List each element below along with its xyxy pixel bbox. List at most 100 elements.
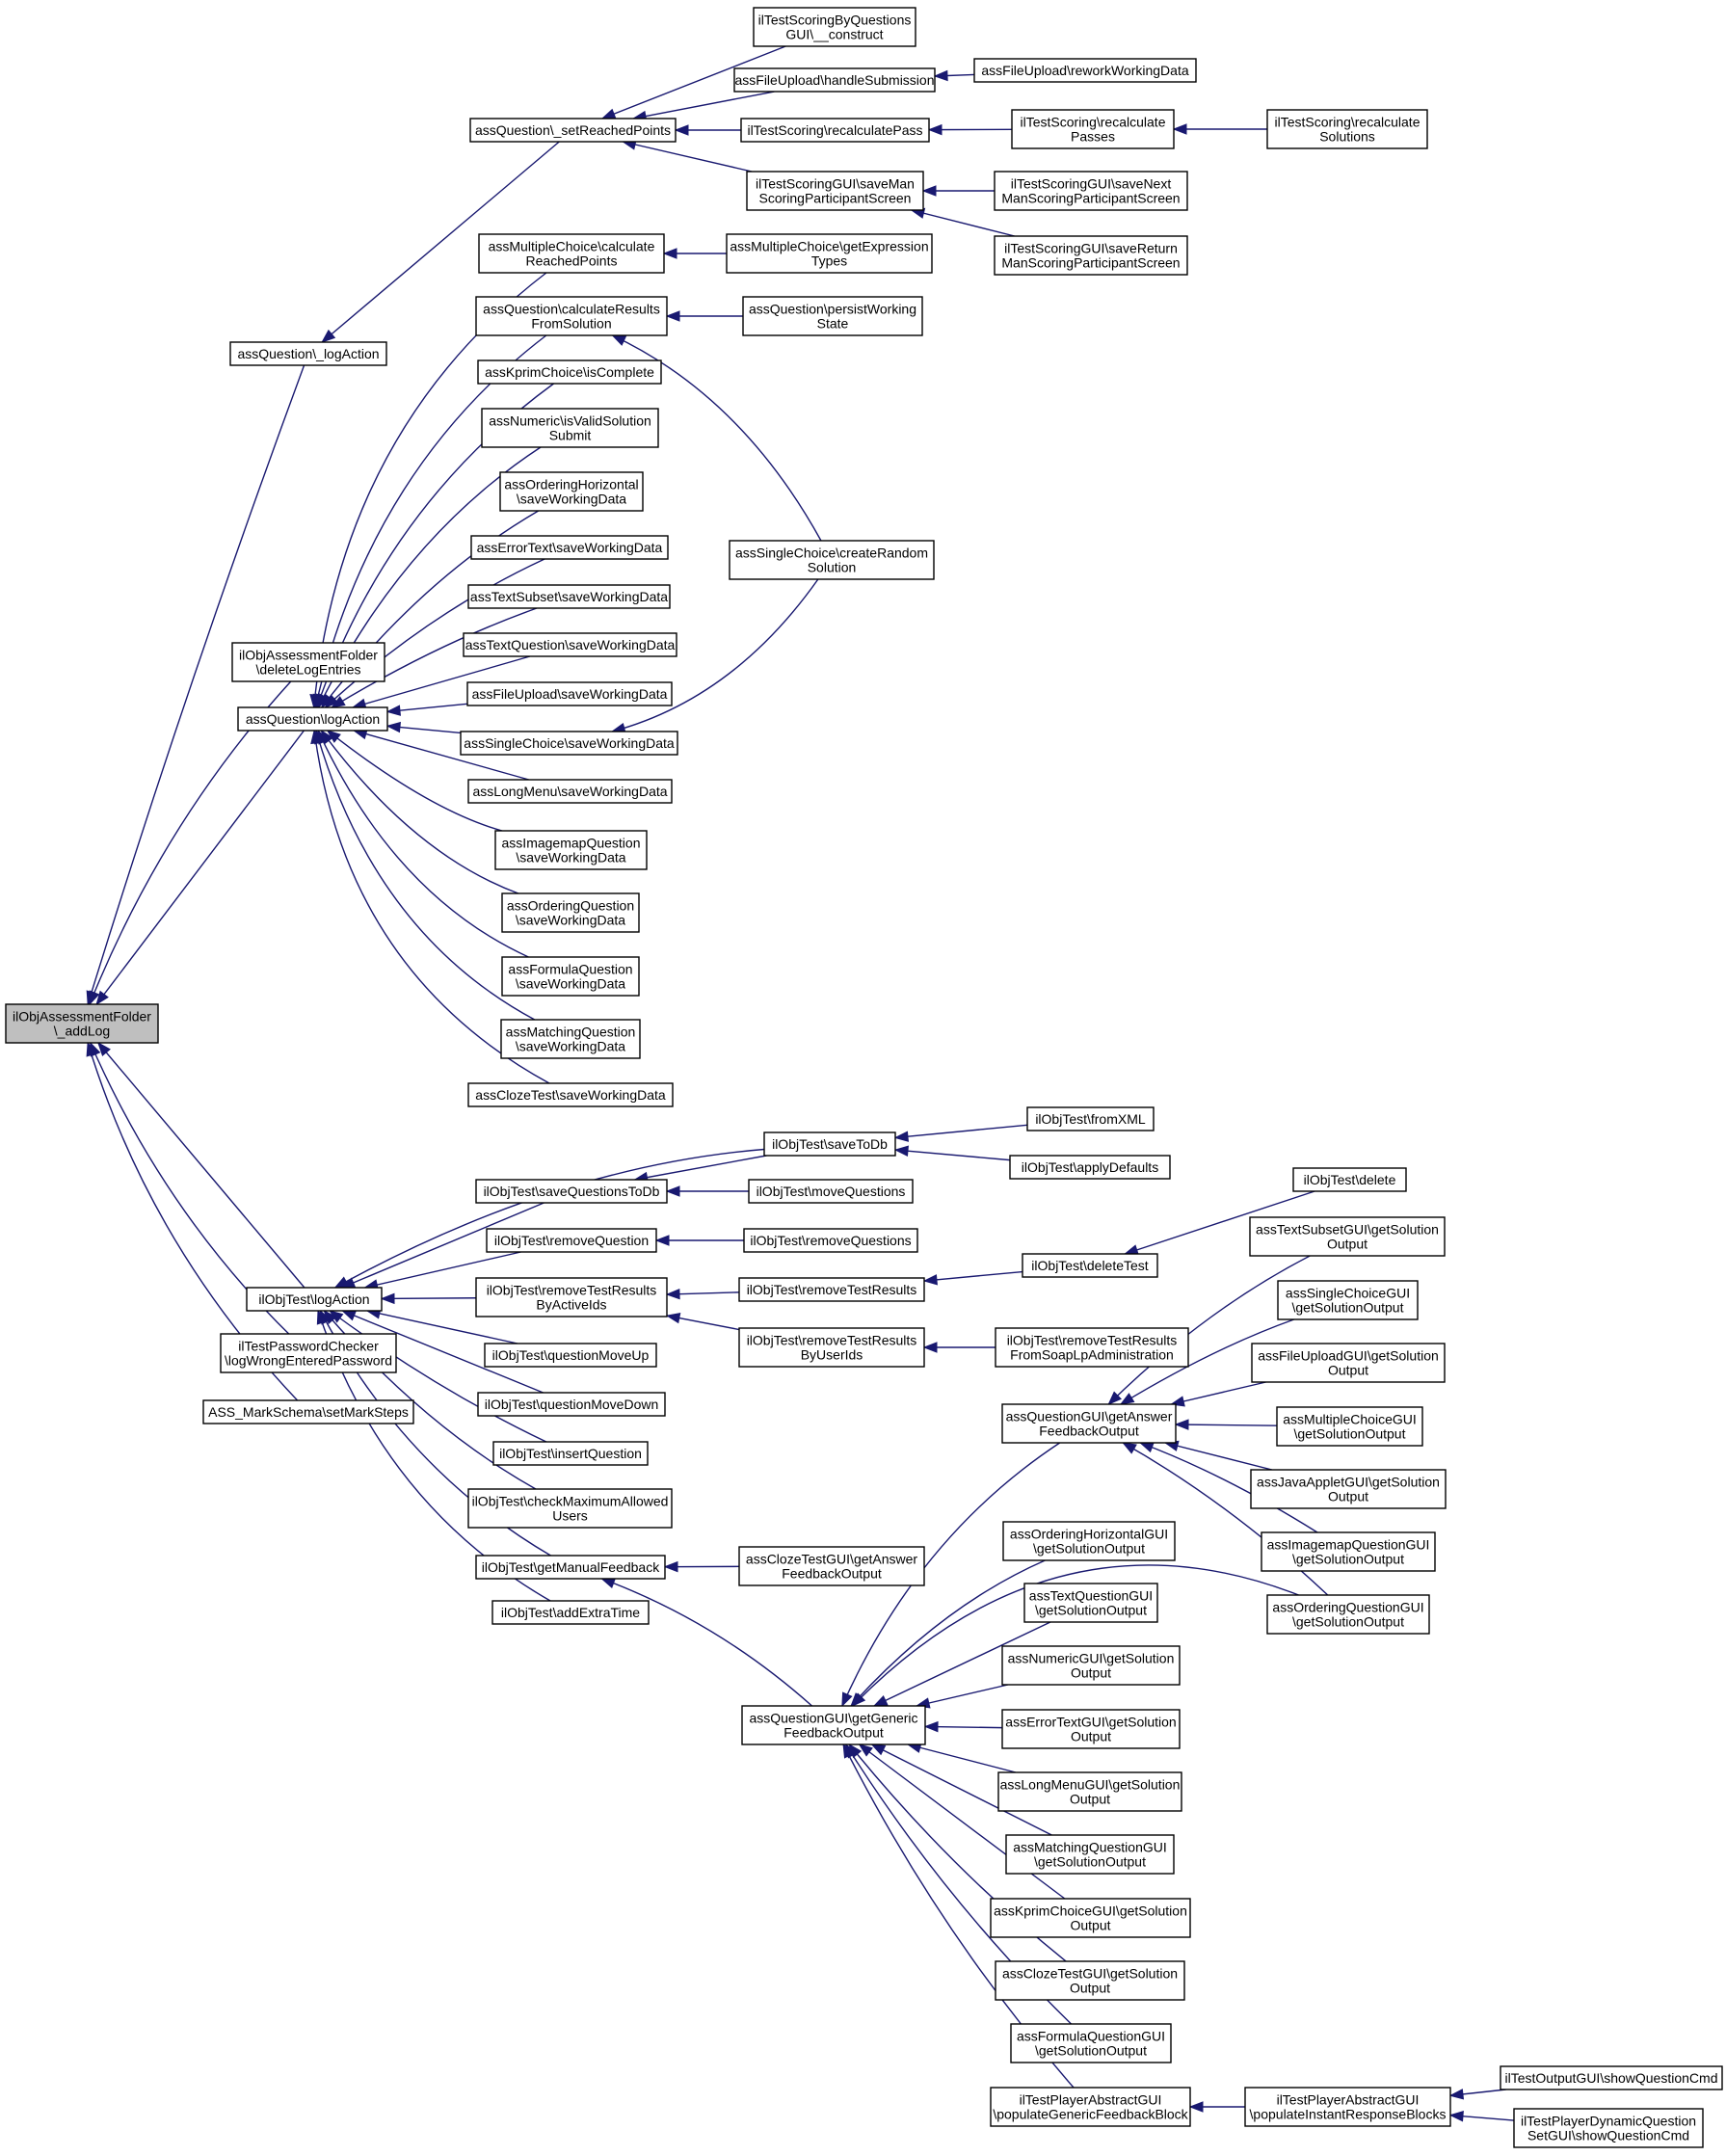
node-addlog[interactable]: ilObjAssessmentFolder\_addLog bbox=[5, 1003, 159, 1044]
node-box bbox=[1001, 1403, 1177, 1444]
node-t-extra[interactable]: ilObjTest\addExtraTime bbox=[491, 1600, 650, 1625]
edge-t-applydef-to-t-savetodb bbox=[893, 1145, 1011, 1161]
node-t-savetodb[interactable]: ilObjTest\saveToDb bbox=[763, 1131, 896, 1157]
node-mcgui[interactable]: assMultipleChoiceGUI\getSolutionOutput bbox=[1276, 1406, 1423, 1447]
node-imgui[interactable]: assImagemapQuestionGUI\getSolutionOutput bbox=[1261, 1531, 1436, 1572]
node-kprimgui[interactable]: assKprimChoiceGUI\getSolutionOutput bbox=[990, 1898, 1191, 1938]
node-label-line: ASS_MarkSchema\setMarkSteps bbox=[208, 1404, 409, 1420]
node-t-remressoap[interactable]: ilObjTest\removeTestResultsFromSoapLpAdm… bbox=[995, 1327, 1189, 1368]
node-box bbox=[237, 706, 388, 732]
edge-t-savetodb-to-t-saveqtodb bbox=[633, 1155, 767, 1184]
arrowhead bbox=[1448, 2089, 1465, 2100]
node-ordhgui[interactable]: assOrderingHorizontalGUI\getSolutionOutp… bbox=[1002, 1521, 1176, 1561]
node-fu-handle[interactable]: assFileUpload\handleSubmission bbox=[733, 67, 936, 93]
node-form-save[interactable]: assFormulaQuestion\saveWorkingData bbox=[501, 956, 640, 997]
node-fu-rework[interactable]: assFileUpload\reworkWorkingData bbox=[973, 58, 1197, 83]
node-tqgui[interactable]: assTextQuestionGUI\getSolutionOutput bbox=[1023, 1583, 1158, 1623]
edge-t-delete-to-t-deletetest bbox=[1124, 1190, 1315, 1256]
node-dellog[interactable]: ilObjAssessmentFolder\deleteLogEntries bbox=[231, 642, 385, 682]
node-t-deletetest[interactable]: ilObjTest\deleteTest bbox=[1022, 1253, 1158, 1278]
node-label-line: ReachedPoints bbox=[526, 253, 618, 269]
node-errgui[interactable]: assErrorTextGUI\getSolutionOutput bbox=[1001, 1709, 1181, 1749]
node-t-moveq[interactable]: ilObjTest\moveQuestions bbox=[748, 1179, 914, 1204]
node-t-qdown[interactable]: ilObjTest\questionMoveDown bbox=[477, 1392, 666, 1417]
node-t-remres[interactable]: ilObjTest\removeTestResults bbox=[738, 1277, 925, 1302]
node-label-line: assQuestion\logAction bbox=[246, 711, 380, 727]
node-box bbox=[746, 171, 924, 211]
node-label-line: Output bbox=[1071, 1665, 1111, 1681]
node-setreached[interactable]: assQuestion\_setReachedPoints bbox=[469, 118, 677, 143]
arrowhead bbox=[665, 1312, 681, 1324]
node-numgui[interactable]: assNumericGUI\getSolutionOutput bbox=[1001, 1645, 1181, 1686]
node-pwchecker[interactable]: ilTestPasswordChecker\logWrongEnteredPas… bbox=[220, 1333, 397, 1373]
node-dyngui[interactable]: ilTestPlayerDynamicQuestionSetGUI\showQu… bbox=[1513, 2108, 1704, 2148]
node-q-logaction[interactable]: assQuestion\logAction bbox=[237, 706, 388, 732]
node-t-saveqtodb[interactable]: ilObjTest\saveQuestionsToDb bbox=[475, 1179, 668, 1204]
node-tpa-genblock[interactable]: ilTestPlayerAbstractGUI\populateGenericF… bbox=[990, 2087, 1191, 2127]
node-sc-save[interactable]: assSingleChoice\saveWorkingData bbox=[460, 731, 678, 756]
node-label-line: Output bbox=[1327, 1237, 1368, 1252]
node-tpa-instblock[interactable]: ilTestPlayerAbstractGUI\populateInstantR… bbox=[1244, 2087, 1451, 2127]
node-outgui[interactable]: ilTestOutputGUI\showQuestionCmd bbox=[1500, 2065, 1723, 2090]
node-marksteps[interactable]: ASS_MarkSchema\setMarkSteps bbox=[202, 1399, 414, 1424]
node-box bbox=[748, 1179, 914, 1204]
node-tsg-savenext[interactable]: ilTestScoringGUI\saveNextManScoringParti… bbox=[994, 171, 1188, 211]
node-t-fromxml[interactable]: ilObjTest\fromXML bbox=[1026, 1106, 1155, 1131]
node-q-logaction-priv[interactable]: assQuestion\_logAction bbox=[229, 341, 387, 366]
node-lm-save[interactable]: assLongMenu\saveWorkingData bbox=[467, 779, 673, 804]
node-lmgui[interactable]: assLongMenuGUI\getSolutionOutput bbox=[997, 1771, 1182, 1812]
node-label-line: \getSolutionOutput bbox=[1033, 1541, 1145, 1557]
node-label-line: \saveWorkingData bbox=[516, 1039, 625, 1054]
node-tsubgui[interactable]: assTextSubsetGUI\getSolutionOutput bbox=[1249, 1216, 1446, 1257]
node-fugui[interactable]: assFileUploadGUI\getSolutionOutput bbox=[1251, 1343, 1446, 1383]
node-label-line: assClozeTestGUI\getAnswer bbox=[746, 1552, 918, 1567]
edge-ts-recpasses-to-ts-recpass bbox=[927, 123, 1013, 136]
node-kprim-complete[interactable]: assKprimChoice\isComplete bbox=[477, 359, 662, 385]
node-t-manfb[interactable]: ilObjTest\getManualFeedback bbox=[475, 1555, 666, 1580]
node-matchgui[interactable]: assMatchingQuestionGUI\getSolutionOutput bbox=[1005, 1834, 1175, 1875]
node-err-save[interactable]: assErrorText\saveWorkingData bbox=[470, 535, 669, 560]
node-clozegui-sol[interactable]: assClozeTestGUI\getSolutionOutput bbox=[995, 1960, 1185, 2001]
node-tsg-saveret[interactable]: ilTestScoringGUI\saveReturnManScoringPar… bbox=[994, 235, 1188, 276]
node-t-removeqs[interactable]: ilObjTest\removeQuestions bbox=[743, 1228, 918, 1253]
node-ordh-save[interactable]: assOrderingHorizontal\saveWorkingData bbox=[499, 471, 644, 512]
node-t-removeq[interactable]: ilObjTest\removeQuestion bbox=[486, 1228, 657, 1253]
node-tsg-saveman[interactable]: ilTestScoringGUI\saveManScoringParticipa… bbox=[746, 171, 924, 211]
node-ord-save[interactable]: assOrderingQuestion\saveWorkingData bbox=[501, 892, 640, 933]
node-javagui[interactable]: assJavaAppletGUI\getSolutionOutput bbox=[1250, 1469, 1447, 1509]
node-t-delete[interactable]: ilObjTest\delete bbox=[1292, 1167, 1407, 1192]
node-fu-save[interactable]: assFileUpload\saveWorkingData bbox=[466, 681, 673, 706]
node-box bbox=[741, 1705, 926, 1745]
node-label-line: Solutions bbox=[1319, 129, 1375, 145]
node-im-save[interactable]: assImagemapQuestion\saveWorkingData bbox=[494, 830, 648, 870]
node-match-save[interactable]: assMatchingQuestion\saveWorkingData bbox=[500, 1019, 641, 1059]
node-tq-save[interactable]: assTextQuestion\saveWorkingData bbox=[463, 632, 677, 657]
node-ts-recpass[interactable]: ilTestScoring\recalculatePass bbox=[740, 118, 930, 143]
node-t-insq[interactable]: ilObjTest\insertQuestion bbox=[492, 1441, 649, 1466]
node-tsub-save[interactable]: assTextSubset\saveWorkingData bbox=[467, 584, 671, 609]
arrowhead bbox=[870, 1743, 887, 1756]
node-formgui[interactable]: assFormulaQuestionGUI\getSolutionOutput bbox=[1010, 2023, 1172, 2063]
edge-ordhgui-to-qgui-genfb bbox=[850, 1559, 1046, 1708]
node-scgui[interactable]: assSingleChoiceGUI\getSolutionOutput bbox=[1277, 1280, 1419, 1320]
node-cloze-save[interactable]: assClozeTest\saveWorkingData bbox=[467, 1082, 674, 1107]
node-ordgui[interactable]: assOrderingQuestionGUI\getSolutionOutput bbox=[1266, 1594, 1430, 1635]
node-t-logaction[interactable]: ilObjTest\logAction bbox=[246, 1287, 383, 1312]
node-t-qup[interactable]: ilObjTest\questionMoveUp bbox=[484, 1343, 657, 1368]
node-t-applydef[interactable]: ilObjTest\applyDefaults bbox=[1009, 1155, 1171, 1180]
